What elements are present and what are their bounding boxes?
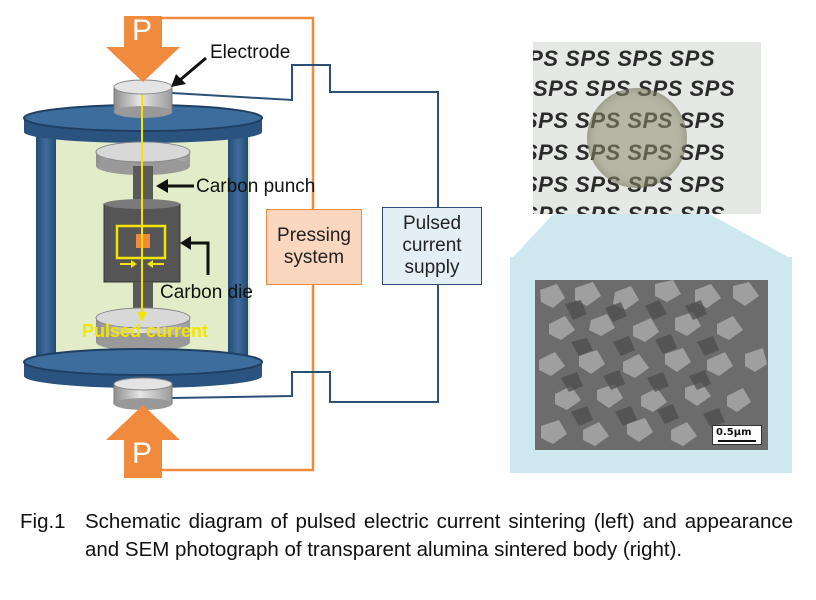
carbon-die-leader-arrow: [180, 236, 210, 275]
sem-grain-texture: [535, 280, 768, 450]
pressing-system-box: Pressing system: [266, 209, 362, 285]
carbon-punch-leader-arrow: [156, 179, 194, 193]
pulsed-current-label: Pulsed current: [82, 321, 209, 341]
carbon-punch-label: Carbon punch: [196, 176, 316, 197]
scale-bar-box: 0.5μm: [712, 425, 762, 445]
bottom-frame-plate: [23, 348, 263, 388]
pressure-arrow-top: [106, 16, 180, 82]
scale-bar-line: [718, 440, 756, 442]
transparent-alumina-disc: [587, 88, 687, 188]
sample-appearance-photo: SPS SPS SPS SPS SPS SPS SPS SPS SPS SPS …: [533, 42, 761, 214]
electrode-label: Electrode: [210, 42, 291, 63]
carbon-die-label: Carbon die: [160, 282, 253, 303]
figure-caption: Schematic diagram of pulsed electric cur…: [85, 510, 793, 561]
sem-inset-frame: 0.5μm: [510, 257, 792, 473]
scale-bar-label: 0.5μm: [716, 427, 752, 438]
sps-text-row: SPS SPS SPS SPS: [533, 46, 715, 71]
bottom-electrode: [113, 377, 173, 410]
pressure-arrow-bottom: [106, 405, 180, 478]
pressing-system-label: Pressing system: [277, 225, 351, 268]
current-supply-wiring: [171, 64, 439, 403]
sem-photograph: 0.5μm: [535, 280, 768, 450]
electrode-leader-arrow: [171, 56, 207, 87]
pulsed-current-supply-label: Pulsed current supply: [402, 213, 462, 278]
pressure-label-bottom: P: [132, 437, 153, 470]
frame-pillar-left: [36, 132, 56, 357]
frame-pillar-right: [228, 132, 248, 357]
sps-text-row: SPS SPS SPS SPS: [533, 202, 725, 214]
pressure-label-top: P: [132, 14, 153, 47]
pulsed-current-path: [120, 95, 164, 322]
figure-number: Fig.1: [20, 510, 66, 533]
pulsed-current-supply-box: Pulsed current supply: [382, 207, 482, 285]
